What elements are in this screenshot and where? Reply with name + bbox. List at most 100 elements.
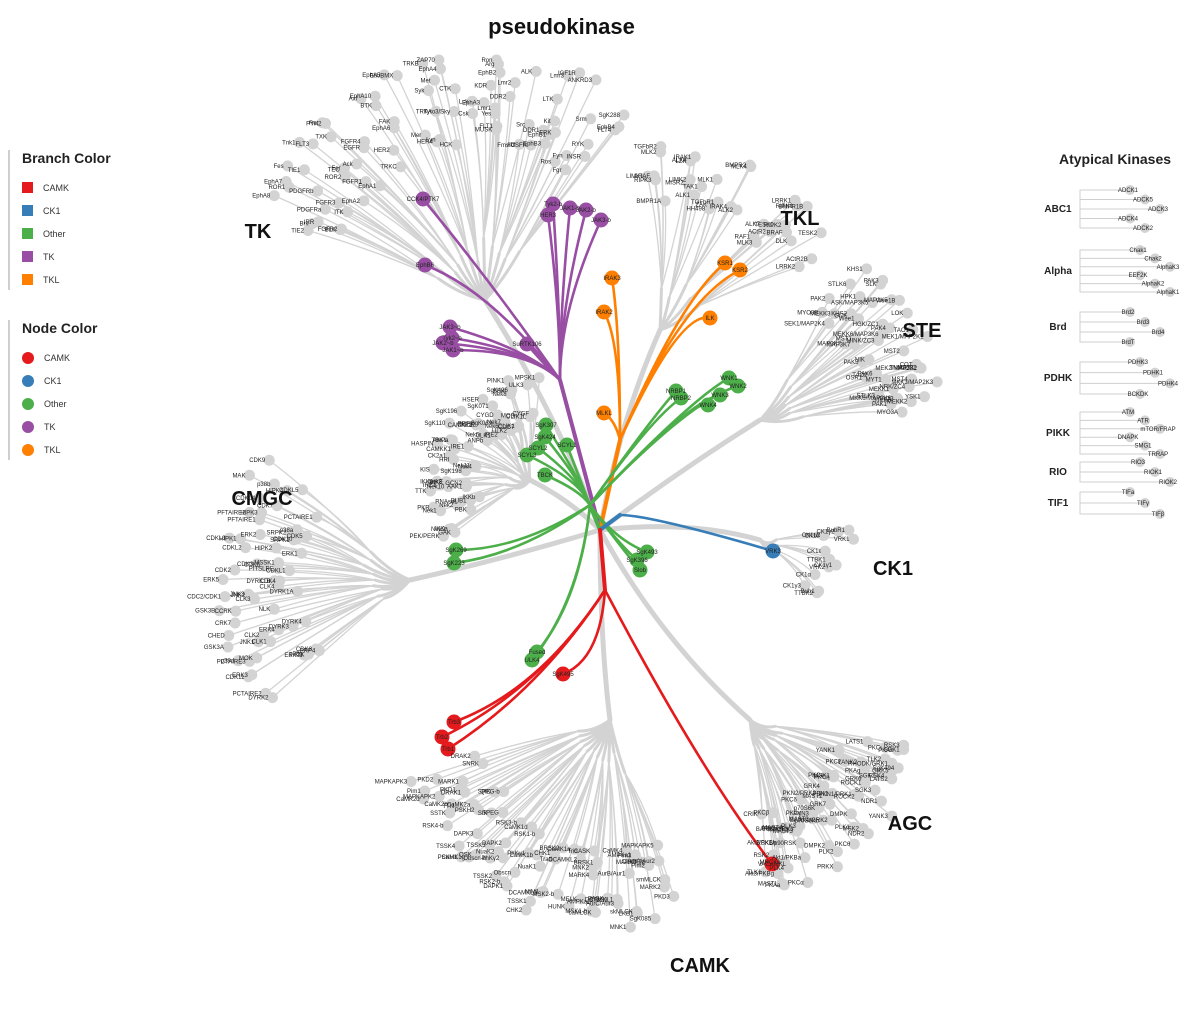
kinase-node[interactable] bbox=[443, 523, 455, 535]
kinase-node[interactable] bbox=[254, 514, 266, 526]
kinase-node[interactable] bbox=[725, 200, 737, 212]
kinase-node[interactable] bbox=[557, 842, 569, 854]
kinase-node[interactable] bbox=[487, 400, 499, 412]
kinase-node[interactable] bbox=[452, 800, 464, 812]
kinase-node[interactable] bbox=[711, 173, 723, 185]
kinase-node[interactable] bbox=[450, 139, 462, 151]
kinase-node[interactable] bbox=[460, 481, 472, 493]
kinase-node[interactable] bbox=[880, 741, 892, 753]
kinase-node[interactable] bbox=[871, 367, 883, 379]
kinase-node[interactable] bbox=[799, 580, 811, 592]
kinase-node[interactable] bbox=[301, 530, 313, 542]
kinase-node[interactable] bbox=[527, 407, 539, 419]
kinase-node[interactable] bbox=[549, 155, 561, 167]
kinase-node[interactable] bbox=[370, 100, 382, 112]
kinase-node[interactable] bbox=[896, 406, 908, 418]
kinase-node[interactable] bbox=[472, 804, 484, 816]
kinase-node[interactable] bbox=[618, 109, 630, 121]
kinase-node[interactable] bbox=[549, 126, 561, 138]
kinase-node[interactable] bbox=[774, 837, 786, 849]
kinase-node[interactable] bbox=[300, 616, 312, 628]
kinase-node[interactable] bbox=[585, 113, 597, 125]
kinase-node[interactable] bbox=[873, 769, 885, 781]
kinase-node[interactable] bbox=[492, 409, 504, 421]
kinase-node[interactable] bbox=[287, 620, 299, 632]
pseudokinase-node[interactable] bbox=[524, 652, 540, 668]
atypical-node[interactable] bbox=[1135, 270, 1145, 281]
kinase-node[interactable] bbox=[405, 776, 417, 788]
kinase-node[interactable] bbox=[499, 416, 511, 428]
kinase-node[interactable] bbox=[217, 574, 229, 586]
kinase-node[interactable] bbox=[839, 338, 851, 350]
kinase-node[interactable] bbox=[319, 117, 331, 129]
kinase-node[interactable] bbox=[477, 393, 489, 405]
kinase-node[interactable] bbox=[621, 845, 633, 857]
kinase-node[interactable] bbox=[431, 437, 443, 449]
atypical-node[interactable] bbox=[1125, 432, 1135, 443]
kinase-node[interactable] bbox=[284, 565, 296, 577]
kinase-node[interactable] bbox=[230, 605, 242, 617]
kinase-node[interactable] bbox=[290, 533, 302, 545]
kinase-node[interactable] bbox=[551, 93, 563, 105]
kinase-node[interactable] bbox=[887, 383, 899, 395]
kinase-node[interactable] bbox=[861, 263, 873, 275]
kinase-node[interactable] bbox=[422, 84, 434, 96]
atypical-node[interactable] bbox=[1165, 378, 1175, 389]
kinase-node[interactable] bbox=[296, 484, 308, 496]
kinase-node[interactable] bbox=[449, 443, 461, 455]
kinase-node[interactable] bbox=[395, 161, 407, 173]
kinase-node[interactable] bbox=[310, 643, 322, 655]
pseudokinase-node[interactable] bbox=[538, 417, 554, 433]
kinase-node[interactable] bbox=[240, 542, 252, 554]
kinase-node[interactable] bbox=[307, 218, 319, 230]
kinase-node[interactable] bbox=[823, 292, 835, 304]
kinase-node[interactable] bbox=[831, 861, 843, 873]
pseudokinase-node[interactable] bbox=[446, 555, 462, 571]
kinase-node[interactable] bbox=[417, 57, 429, 69]
kinase-node[interactable] bbox=[270, 542, 282, 554]
kinase-node[interactable] bbox=[312, 185, 324, 197]
kinase-node[interactable] bbox=[260, 687, 272, 699]
kinase-node[interactable] bbox=[272, 562, 284, 574]
kinase-node[interactable] bbox=[643, 859, 655, 871]
kinase-node[interactable] bbox=[378, 69, 390, 81]
kinase-node[interactable] bbox=[816, 306, 828, 318]
pseudokinase-node[interactable] bbox=[578, 202, 594, 218]
atypical-node[interactable] bbox=[1155, 327, 1165, 337]
kinase-node[interactable] bbox=[311, 511, 323, 523]
kinase-node[interactable] bbox=[629, 849, 641, 861]
kinase-node[interactable] bbox=[590, 74, 602, 86]
kinase-node[interactable] bbox=[562, 69, 574, 81]
kinase-node[interactable] bbox=[234, 533, 246, 545]
kinase-node[interactable] bbox=[756, 808, 768, 820]
kinase-node[interactable] bbox=[807, 813, 819, 825]
kinase-node[interactable] bbox=[301, 647, 313, 659]
kinase-node[interactable] bbox=[854, 291, 866, 303]
pseudokinase-node[interactable] bbox=[764, 856, 780, 872]
kinase-node[interactable] bbox=[525, 139, 537, 151]
atypical-node[interactable] bbox=[1150, 278, 1160, 289]
kinase-node[interactable] bbox=[771, 218, 783, 230]
pseudokinase-node[interactable] bbox=[730, 378, 746, 394]
kinase-node[interactable] bbox=[244, 655, 256, 667]
kinase-node[interactable] bbox=[523, 118, 535, 130]
kinase-node[interactable] bbox=[886, 810, 898, 822]
kinase-node[interactable] bbox=[502, 375, 514, 387]
pseudokinase-node[interactable] bbox=[448, 542, 464, 558]
kinase-node[interactable] bbox=[443, 417, 455, 429]
kinase-node[interactable] bbox=[442, 481, 454, 493]
kinase-node[interactable] bbox=[764, 225, 776, 237]
kinase-node[interactable] bbox=[848, 821, 860, 833]
kinase-node[interactable] bbox=[574, 67, 586, 79]
pseudokinase-node[interactable] bbox=[559, 437, 575, 453]
kinase-node[interactable] bbox=[844, 278, 856, 290]
kinase-node[interactable] bbox=[833, 744, 845, 756]
kinase-node[interactable] bbox=[513, 410, 525, 422]
kinase-node[interactable] bbox=[465, 504, 477, 516]
kinase-node[interactable] bbox=[459, 786, 471, 798]
kinase-node[interactable] bbox=[484, 839, 496, 851]
kinase-node[interactable] bbox=[799, 807, 811, 819]
kinase-node[interactable] bbox=[799, 852, 811, 864]
kinase-node[interactable] bbox=[879, 753, 891, 765]
kinase-node[interactable] bbox=[521, 379, 533, 391]
